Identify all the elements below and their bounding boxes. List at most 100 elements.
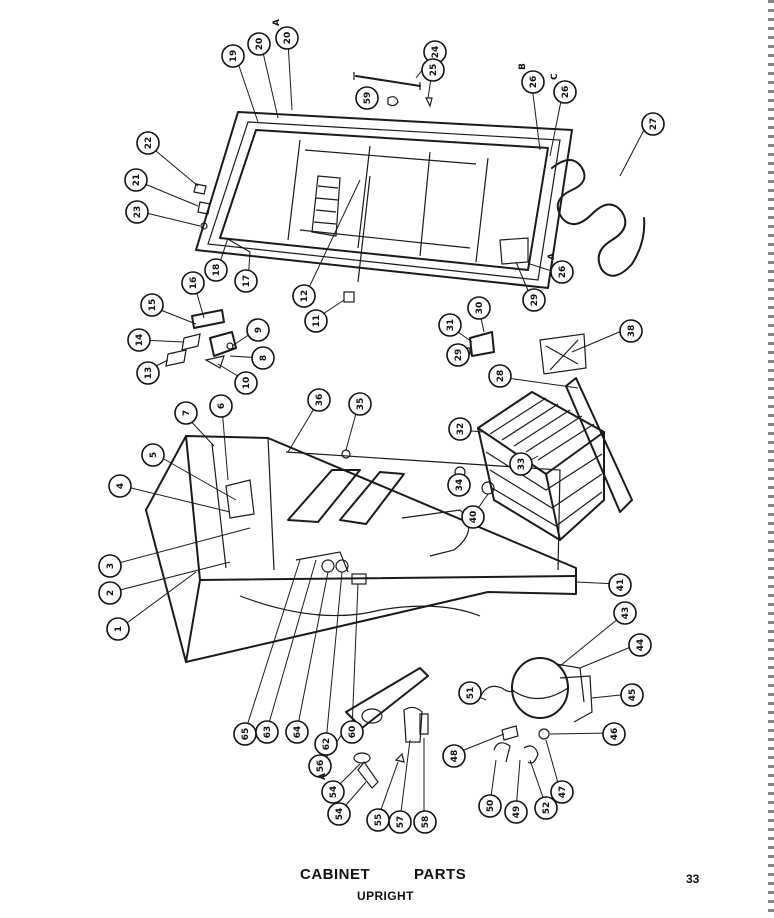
callout-36: 36: [307, 388, 331, 412]
callout-57: 57: [388, 810, 412, 834]
callout-14: 14: [127, 328, 151, 352]
door-gasket-coil: [551, 159, 646, 277]
callout-16: 16: [181, 271, 205, 295]
compressor-assembly: [479, 657, 593, 764]
svg-text:30: 30: [475, 302, 485, 315]
svg-text:51: 51: [466, 687, 476, 700]
callout-43: 43: [613, 601, 637, 625]
svg-text:21: 21: [132, 174, 142, 187]
callout-27: 27: [641, 112, 665, 136]
svg-text:18: 18: [212, 264, 222, 277]
callout-20a: 20A: [272, 19, 299, 50]
callout-29-bottom: 29: [446, 343, 470, 367]
svg-text:26: 26: [529, 76, 539, 89]
callout-3: 3: [98, 554, 122, 578]
svg-text:5: 5: [149, 452, 159, 458]
svg-text:9: 9: [254, 327, 264, 333]
cabinet-assembly: [145, 435, 577, 663]
callout-54: 54: [327, 802, 351, 826]
svg-text:45: 45: [628, 689, 638, 702]
callout-55: 55: [366, 808, 390, 832]
wire-basket: [454, 333, 633, 541]
callout-45: 45: [620, 683, 644, 707]
svg-text:36: 36: [315, 394, 325, 407]
callout-62: 62: [314, 732, 338, 756]
svg-text:60: 60: [348, 726, 358, 739]
callout-5: 5: [141, 443, 165, 467]
callout-28: 28: [488, 364, 512, 388]
callout-48: 48: [442, 744, 466, 768]
svg-text:4: 4: [116, 483, 126, 489]
callout-22: 22: [136, 131, 160, 155]
callout-65: 65: [233, 722, 257, 746]
svg-text:16: 16: [189, 277, 199, 290]
callout-8: 8: [251, 346, 275, 370]
callout-18: 18: [204, 258, 228, 282]
svg-text:31: 31: [446, 319, 456, 332]
hinge-parts: [165, 309, 237, 369]
callout-2: 2: [98, 581, 122, 605]
svg-text:56: 56: [316, 760, 326, 773]
svg-text:C: C: [550, 73, 560, 80]
svg-text:63: 63: [263, 726, 273, 739]
svg-text:23: 23: [133, 206, 143, 219]
callout-21: 21: [124, 168, 148, 192]
svg-text:7: 7: [182, 410, 192, 416]
svg-text:20: 20: [283, 32, 293, 45]
svg-text:13: 13: [144, 367, 154, 380]
callout-40: 40: [461, 505, 485, 529]
callout-4: 4: [108, 474, 132, 498]
svg-text:20: 20: [255, 38, 265, 51]
callout-9: 9: [246, 318, 270, 342]
callout-63: 63: [255, 720, 279, 744]
svg-text:28: 28: [496, 370, 506, 383]
svg-text:3: 3: [106, 563, 116, 569]
leader-lines: [110, 41, 647, 821]
svg-text:12: 12: [300, 290, 310, 303]
svg-text:59: 59: [363, 92, 373, 105]
callout-54a: 54A: [318, 773, 345, 804]
callout-19: 19: [221, 44, 245, 68]
callout-34: 34: [447, 473, 471, 497]
callout-32: 32: [448, 417, 472, 441]
callout-44: 44: [628, 633, 652, 657]
scan-edge-marks: [768, 0, 774, 918]
svg-text:25: 25: [429, 64, 439, 77]
callout-13: 13: [136, 361, 160, 385]
svg-text:2: 2: [106, 590, 116, 596]
svg-text:57: 57: [396, 816, 406, 829]
svg-text:48: 48: [450, 750, 460, 763]
svg-text:29: 29: [454, 349, 464, 362]
callout-30: 30: [467, 296, 491, 320]
svg-text:26: 26: [558, 266, 568, 279]
callout-10: 10: [234, 371, 258, 395]
callout-12: 12: [292, 284, 316, 308]
svg-text:17: 17: [242, 275, 252, 288]
svg-text:64: 64: [293, 726, 303, 739]
svg-text:B: B: [518, 63, 528, 70]
callout-64: 64: [285, 720, 309, 744]
cabinet-shelf-2: [339, 471, 405, 525]
subtitle-upright: UPRIGHT: [357, 889, 414, 903]
svg-text:44: 44: [636, 639, 646, 652]
svg-text:27: 27: [649, 118, 659, 131]
svg-text:14: 14: [135, 334, 145, 347]
callout-26b: 26B: [518, 63, 545, 94]
callout-1: 1: [106, 617, 130, 641]
svg-text:54: 54: [329, 786, 339, 799]
svg-text:41: 41: [616, 579, 626, 592]
door-assembly: [195, 111, 646, 303]
svg-text:62: 62: [322, 738, 332, 751]
svg-text:33: 33: [517, 458, 527, 471]
drain-tube: [345, 667, 429, 729]
svg-text:6: 6: [217, 403, 227, 409]
callout-17: 17: [234, 269, 258, 293]
svg-text:55: 55: [374, 814, 384, 827]
svg-text:A: A: [547, 253, 557, 260]
callout-23: 23: [125, 200, 149, 224]
title-cabinet: CABINET: [300, 866, 371, 883]
svg-text:43: 43: [621, 607, 631, 620]
svg-text:54: 54: [335, 808, 345, 821]
callout-49: 49: [504, 800, 528, 824]
